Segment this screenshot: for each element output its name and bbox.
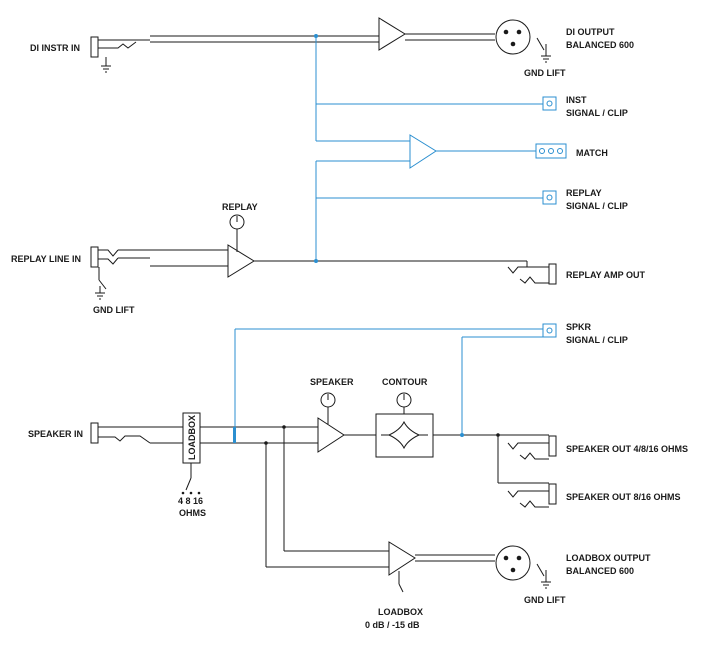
replay-amplifier-icon: [227, 244, 255, 278]
loadbox-gnd-lift-label: GND LIFT: [524, 595, 566, 605]
inst-label-line2: SIGNAL / CLIP: [566, 108, 628, 118]
loadbox-output-xlr-icon: [495, 545, 531, 581]
replay-led-box: [542, 190, 557, 205]
inst-led-icon: [546, 100, 553, 107]
ohms-values-label: 4 8 16: [178, 496, 203, 506]
ohms-label: OHMS: [179, 508, 206, 518]
replay-amp-out-label: REPLAY AMP OUT: [566, 270, 646, 280]
loadbox-gnd-lift-switch-icon: [536, 563, 551, 589]
replay-label-line1: REPLAY: [566, 188, 602, 198]
match-label: MATCH: [576, 148, 608, 158]
replay-gnd-lift-label: GND LIFT: [93, 305, 135, 315]
replay-tap-junction: [314, 259, 318, 263]
di-output-label-line1: DI OUTPUT: [566, 27, 615, 37]
speaker-out-2-label: SPEAKER OUT 8/16 OHMS: [566, 492, 681, 502]
spkr-led-box: [542, 323, 557, 338]
di-output-xlr-icon: [495, 19, 531, 55]
replay-knob-label: REPLAY: [222, 202, 258, 212]
speaker-knob-label: SPEAKER: [310, 377, 354, 387]
speaker-out-2-jack-icon: [498, 482, 557, 508]
di-output-amplifier-icon: [378, 17, 406, 51]
di-gnd-lift-label: GND LIFT: [524, 68, 566, 78]
match-comparator-icon: [409, 134, 437, 169]
speaker-in-label: SPEAKER IN: [28, 429, 83, 439]
di-gnd-lift-switch-icon: [536, 37, 551, 63]
di-instr-in-jack-icon: [90, 36, 150, 73]
speaker-out-1-label: SPEAKER OUT 4/8/16 OHMS: [566, 444, 688, 454]
inst-label-line1: INST: [566, 95, 587, 105]
spkr-led-icon: [546, 327, 553, 334]
speaker-amplifier-icon: [317, 417, 345, 453]
loadbox-output-label-line2: BALANCED 600: [566, 566, 634, 576]
loadbox-atten-label-line1: LOADBOX: [378, 607, 423, 617]
spkr-label-line2: SIGNAL / CLIP: [566, 335, 628, 345]
speaker-out-1-jack-icon: [498, 434, 557, 460]
loadbox-amplifier-icon: [388, 541, 416, 576]
loadbox-vertical-label: LOADBOX: [187, 415, 197, 460]
replay-line-in-label: REPLAY LINE IN: [11, 254, 81, 264]
loadbox-atten-label-line2: 0 dB / -15 dB: [365, 620, 420, 630]
replay-line-in-jack-icon: [90, 246, 158, 300]
replay-led-icon: [546, 194, 553, 201]
replay-label-line2: SIGNAL / CLIP: [566, 201, 628, 211]
contour-knob-label: CONTOUR: [382, 377, 428, 387]
loadbox-atten-switch-icon: [398, 583, 404, 593]
loadbox-output-label-line1: LOADBOX OUTPUT: [566, 553, 651, 563]
spkr-label-line1: SPKR: [566, 322, 592, 332]
di-output-label-line2: BALANCED 600: [566, 40, 634, 50]
replay-amp-out-jack-icon: [507, 261, 557, 285]
ohms-selector-icon: [181, 463, 201, 495]
match-leds-icon: [535, 143, 567, 159]
inst-led-box: [542, 96, 557, 111]
di-instr-in-label: DI INSTR IN: [30, 43, 80, 53]
spkr-tap-marker: [233, 427, 236, 443]
contour-filter-icon: [387, 420, 421, 450]
speaker-in-jack-icon: [90, 422, 151, 444]
